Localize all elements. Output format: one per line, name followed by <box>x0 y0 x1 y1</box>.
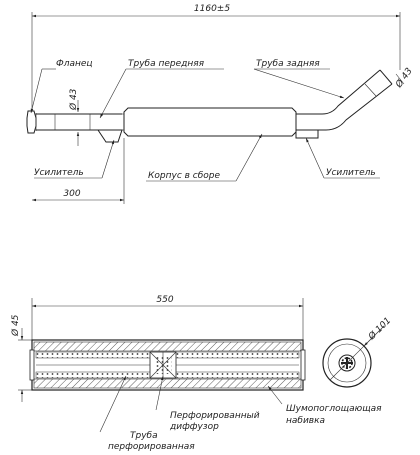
rear-pipe <box>296 69 393 131</box>
packing-bottom <box>33 378 302 389</box>
label-front-pipe: Труба передняя <box>99 59 224 119</box>
reinforcer-rear <box>295 129 319 139</box>
sound-absorbing-label-line1: Шумопоглощающая <box>286 404 382 414</box>
perforated-diffuser-label-line2: диффузор <box>169 422 219 432</box>
top-view-assembly: 1160±5 <box>26 4 415 204</box>
perforated-pipe-label-line2: перфорированная <box>108 442 195 452</box>
overall-length-value: 1160±5 <box>194 4 230 14</box>
diameter-45-value: Ø 45 <box>10 314 21 337</box>
dimension-300: 300 <box>32 138 125 204</box>
dim-550-value: 550 <box>156 295 173 305</box>
flange-label: Фланец <box>56 59 93 69</box>
label-sound-absorbing: Шумопоглощающая набивка <box>267 385 382 426</box>
dim-300-value: 300 <box>63 189 80 199</box>
flange <box>26 110 37 134</box>
reinforcer-front <box>97 129 123 143</box>
label-perforated-pipe: Труба перфорированная <box>99 375 195 452</box>
diameter-front-value: Ø 43 <box>68 88 79 111</box>
label-perforated-diffuser: Перфорированный диффузор <box>155 375 260 432</box>
perforated-diffuser-label-line1: Перфорированный <box>170 411 260 421</box>
label-reinforcer-left: Усилитель <box>34 139 115 179</box>
front-pipe-label: Труба передняя <box>128 59 205 69</box>
reinforcer-left-label: Усилитель <box>34 168 84 178</box>
perforated-diffuser <box>149 351 177 379</box>
end-view: Ø 101 <box>322 315 394 388</box>
end-view-inner-shell <box>327 343 367 383</box>
packing-top <box>33 341 302 352</box>
dimension-overall-length: 1160±5 <box>31 4 401 118</box>
front-pipe <box>36 113 122 131</box>
diameter-101-value: Ø 101 <box>366 315 394 343</box>
dimension-550: 550 <box>31 295 304 340</box>
perforated-pipe-label-line1: Труба <box>130 431 158 441</box>
reinforcer-right-label: Усилитель <box>326 168 376 178</box>
diameter-rear: Ø 43 <box>393 66 415 91</box>
label-reinforcer-right: Усилитель <box>305 137 380 179</box>
sound-absorbing-label-line2: набивка <box>286 416 325 426</box>
diameter-45: Ø 45 <box>10 314 32 402</box>
body-label: Корпус в сборе <box>148 171 221 181</box>
section-view: 550 Ø 45 <box>10 295 382 452</box>
label-flange: Фланец <box>30 59 93 114</box>
muffler-body <box>122 107 297 137</box>
diameter-rear-value: Ø 43 <box>393 66 415 91</box>
label-rear-pipe: Труба задняя <box>253 59 345 99</box>
diameter-front: Ø 43 <box>68 88 80 146</box>
rear-pipe-label: Труба задняя <box>256 59 320 69</box>
label-body: Корпус в сборе <box>146 133 263 182</box>
